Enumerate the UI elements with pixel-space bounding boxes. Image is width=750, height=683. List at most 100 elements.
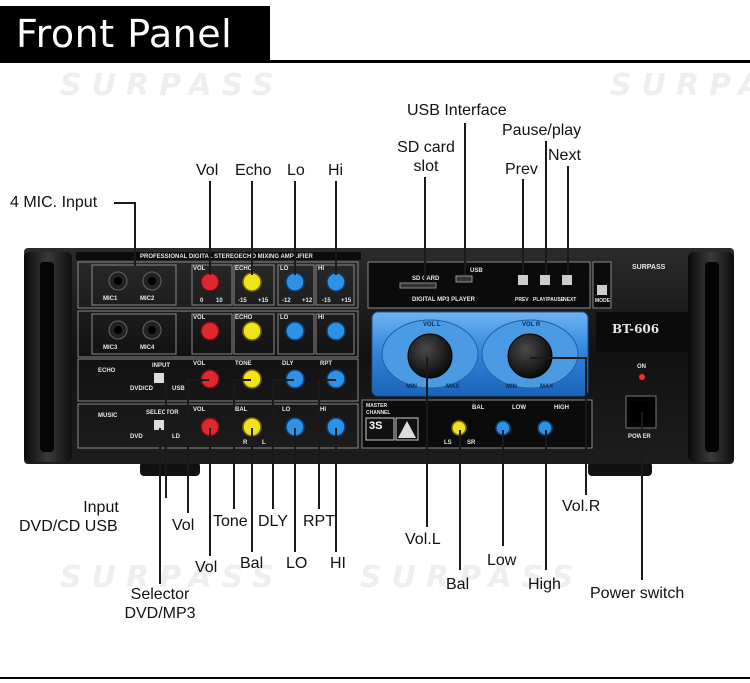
bottom-rule [0,677,750,679]
watermark-bottom-center: SURPASS [360,560,584,595]
master-bal-label: BAL [472,405,485,411]
label-low: Low [487,552,517,569]
mic3-label: MIC3 [103,345,118,351]
echo-vol-label: VOL [193,361,206,367]
leader-mic-h [114,202,136,204]
label-bal: Bal [240,555,264,572]
music-vol-label: VOL [193,407,206,413]
mp3-mode-label: MODE [595,298,610,304]
mic2-vol-label: VOL [193,315,206,321]
mic1-label: MIC1 [103,296,118,302]
leader-hi-top [335,181,337,275]
leader-vol-b [209,428,211,556]
master-low-label: LOW [512,405,526,411]
label-tone: Tone [213,513,248,530]
echo-input-label: INPUT [152,363,170,369]
leader-lo-top [294,181,296,275]
master-ls-label: LS [444,440,452,446]
label-vol-b: Vol [195,559,218,576]
power-on-label: ON [637,364,646,370]
echo-rpt-label: RPT [320,361,332,367]
leader-vol-r-h [530,357,586,359]
mic-hi-label: HI [318,266,324,272]
leader-tone-h [233,379,251,381]
leader-vol-top [209,181,211,275]
mic2-lo-label: LO [280,315,289,321]
label-sd-card-1: SD card [397,139,455,156]
foot-right [588,462,652,476]
music-lo-label: LO [282,407,291,413]
music-opt-dvd: DVD [130,434,143,440]
watermark-top-right: SURPASS [610,68,750,103]
mp3-prev-label: PREV [515,297,529,303]
label-vol-l: Vol.L [405,531,441,548]
label-selector-1: Selector [130,586,190,603]
panel-brand: SURPASS [632,264,666,271]
leader-power [641,412,643,580]
music-opt-ld: LD [172,434,180,440]
mic2-echo-label: ECHO [235,315,253,321]
master-max-r: MAX [540,384,554,390]
leader-next [567,166,569,275]
leader-dly-v [272,379,274,509]
mic-vol-label: VOL [193,266,206,272]
label-echo-top: Echo [235,162,272,179]
scale-hi-max: +15 [341,298,352,304]
leader-vol-r-v [585,357,587,495]
master-channel-label: MASTER CHANNEL [366,403,391,416]
label-power-switch: Power switch [590,585,685,602]
echo-opt-usb: USB [172,386,185,392]
master-max-l: MAX [446,384,460,390]
scale-lo-min: -12 [282,298,291,304]
master-min-r: MIN [506,384,517,390]
leader-rpt-h [318,379,336,381]
leader-vol-a-v [187,379,189,513]
label-usb-interface: USB Interface [407,102,507,119]
leader-tone-v [233,379,235,509]
power-label: POWER [628,434,651,440]
leader-hi [335,428,337,552]
label-input-2: DVD/CD USB [19,518,118,535]
scale-lo-max: +12 [302,298,313,304]
label-hi-top: Hi [328,162,344,179]
label-selector-2: DVD/MP3 [124,605,196,622]
mic4-label: MIC4 [140,345,155,351]
label-input-1: Input [83,499,119,516]
label-mic-input: 4 MIC. Input [10,194,98,211]
echo-row-name: ECHO [98,368,116,374]
foot-left [140,462,200,476]
leader-lo [294,428,296,552]
label-pause-play: Pause/play [502,122,582,139]
master-vol-l-label: VOL L [423,322,441,328]
master-3s-badge: 3S [369,420,383,432]
scale-hi-min: -15 [322,298,331,304]
mic2-hi-label: HI [318,315,324,321]
music-row-name: MUSIC [98,413,118,419]
leader-mic-v [134,202,136,266]
label-prev: Prev [505,161,538,178]
page-title: Front Panel [0,6,270,62]
leader-prev [522,179,524,275]
master-sr-label: SR [467,440,476,446]
mp3-usb-label: USB [470,268,483,274]
watermark-bottom-left: SURPASS [60,560,284,595]
master-vol-r-label: VOL R [522,322,541,328]
leader-low [502,430,504,546]
label-high: High [528,576,561,593]
leader-vol-a-h [187,379,209,381]
mic-lo-label: LO [280,266,289,272]
music-selector-label: SELECTOR [146,410,179,416]
label-vol-r: Vol.R [562,498,601,515]
mic2-label: MIC2 [140,296,155,302]
watermark-top-left: SURPASS [60,68,284,103]
leader-vol-l [426,357,428,527]
scale-vol-min: 0 [200,298,204,304]
leader-play [545,141,547,275]
scale-echo-min: -15 [238,298,247,304]
scale-vol-max: 10 [216,298,223,304]
label-sd-card-2: slot [413,158,439,175]
label-dly: DLY [258,513,288,530]
leader-high [545,430,547,570]
